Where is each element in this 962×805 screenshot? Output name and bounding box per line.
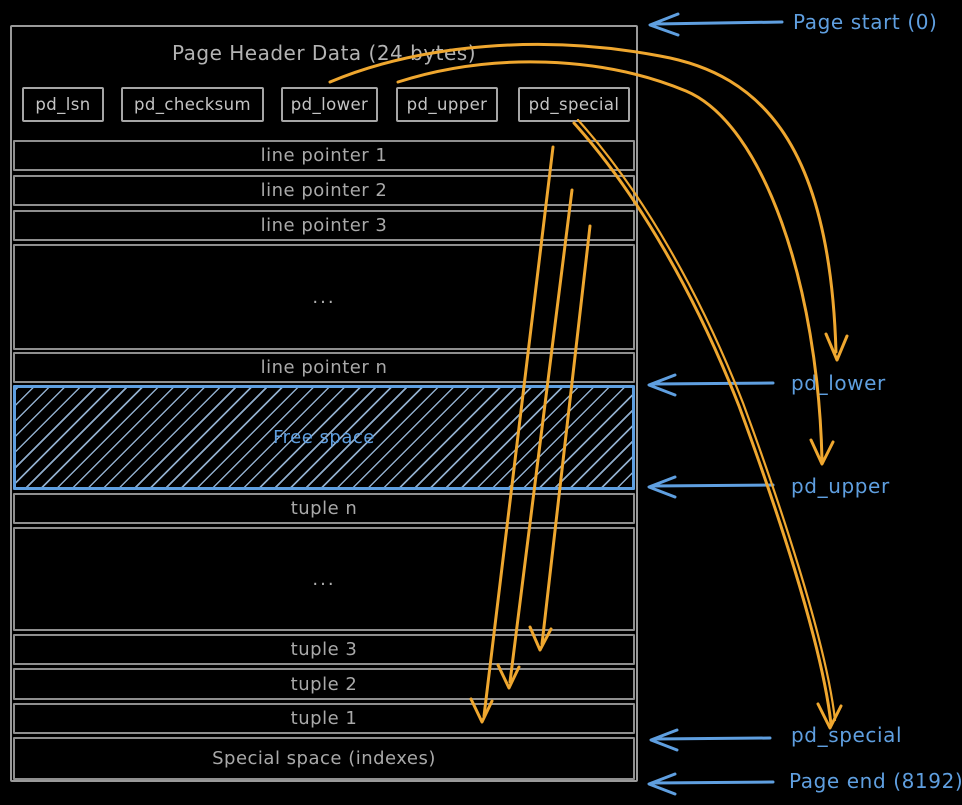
field-pd-checksum: pd_checksum: [121, 87, 264, 122]
row-tuple-3: tuple 3: [13, 634, 635, 665]
page-end-arrow-icon: [647, 772, 775, 796]
page-header-title: Page Header Data (24 bytes): [171, 41, 477, 65]
row-tuple-3-label: tuple 3: [290, 639, 358, 660]
row-tuple-1-label: tuple 1: [290, 708, 358, 729]
row-free-space: Free space: [13, 385, 635, 490]
row-line-pointer-ellipsis: ...: [13, 244, 635, 350]
row-line-pointer-3: line pointer 3: [13, 210, 635, 241]
row-tuple-2-label: tuple 2: [290, 673, 358, 695]
row-tuple-ellipsis-label: ...: [312, 568, 336, 590]
pd-upper-position-arrow-icon: [647, 475, 775, 499]
field-pd-upper: pd_upper: [396, 87, 498, 122]
row-tuple-ellipsis: ...: [13, 527, 635, 631]
row-line-pointer-1-label: line pointer 1: [260, 145, 388, 166]
row-special-space: Special space (indexes): [13, 737, 635, 780]
row-line-pointer-ellipsis-label: ...: [312, 286, 336, 308]
row-line-pointer-1: line pointer 1: [13, 140, 635, 171]
row-line-pointer-n: line pointer n: [13, 352, 635, 383]
annotation-pd-special: pd_special: [791, 723, 903, 747]
field-pd-upper-label: pd_upper: [406, 95, 488, 114]
pd-special-position-arrow-icon: [649, 728, 772, 752]
annotation-page-end: Page end (8192): [789, 769, 962, 793]
page-rectangle: Page Header Data (24 bytes) pd_lsn pd_ch…: [10, 25, 638, 782]
field-pd-special: pd_special: [518, 87, 630, 122]
annotation-pd-upper: pd_upper: [791, 474, 890, 498]
field-pd-special-label: pd_special: [528, 95, 620, 114]
row-line-pointer-3-label: line pointer 3: [260, 215, 388, 236]
pd-lower-position-arrow-icon: [647, 373, 775, 397]
row-line-pointer-2: line pointer 2: [13, 175, 635, 206]
row-tuple-n: tuple n: [13, 493, 635, 524]
row-line-pointer-n-label: line pointer n: [260, 357, 388, 378]
field-pd-lsn-label: pd_lsn: [35, 95, 91, 114]
row-tuple-1: tuple 1: [13, 703, 635, 734]
row-special-space-label: Special space (indexes): [212, 748, 436, 769]
row-line-pointer-2-label: line pointer 2: [260, 180, 388, 201]
page-start-arrow-icon: [648, 12, 784, 37]
row-tuple-n-label: tuple n: [290, 498, 358, 519]
field-pd-lower: pd_lower: [281, 87, 378, 122]
annotation-pd-lower: pd_lower: [791, 371, 886, 395]
annotation-page-start: Page start (0): [793, 10, 938, 34]
field-pd-lsn: pd_lsn: [22, 87, 104, 122]
row-tuple-2: tuple 2: [13, 668, 635, 700]
field-pd-checksum-label: pd_checksum: [133, 95, 252, 114]
field-pd-lower-label: pd_lower: [290, 95, 369, 114]
row-free-space-label: Free space: [273, 427, 375, 448]
